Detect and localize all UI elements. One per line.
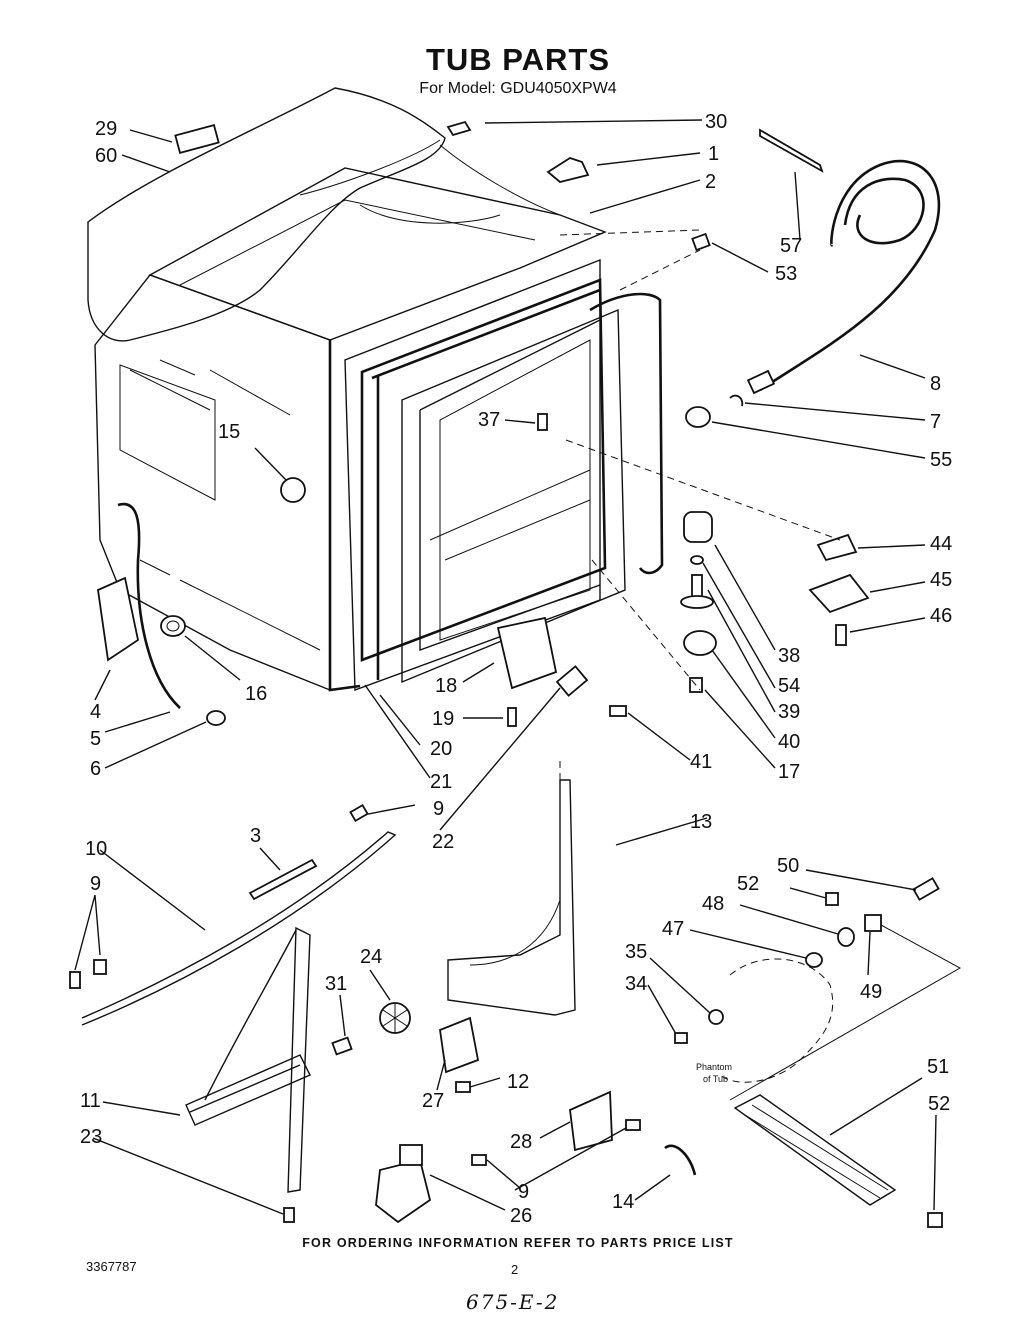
phantom-label-line1: Phantom [696, 1062, 732, 1072]
callout-3: 3 [250, 825, 261, 847]
callout-10: 10 [85, 838, 107, 860]
callout-6: 6 [90, 758, 101, 780]
callout-52-bottom: 52 [928, 1093, 950, 1115]
callout-22: 22 [432, 831, 454, 853]
callout-7: 7 [930, 411, 941, 433]
callout-39: 39 [778, 701, 800, 723]
tub-illustration [87, 87, 664, 692]
callout-51: 51 [927, 1056, 949, 1078]
callout-12: 12 [507, 1071, 529, 1093]
callout-41: 41 [690, 751, 712, 773]
callout-24: 24 [360, 946, 382, 968]
callout-45: 45 [930, 569, 952, 591]
callout-labels: 1 2 3 4 5 6 7 8 9 9 9 9 10 11 12 13 14 1… [80, 111, 952, 1227]
callout-16: 16 [245, 683, 267, 705]
callout-1: 1 [708, 143, 719, 165]
document-number: 3367787 [86, 1259, 137, 1274]
callout-30: 30 [705, 111, 727, 133]
callout-9-top: 9 [433, 798, 444, 820]
callout-29: 29 [95, 118, 117, 140]
phantom-label-line2: of Tub [703, 1074, 728, 1084]
callout-8: 8 [930, 373, 941, 395]
callout-28: 28 [510, 1131, 532, 1153]
callout-49: 49 [860, 981, 882, 1003]
callout-57: 57 [780, 235, 802, 257]
callout-35: 35 [625, 941, 647, 963]
callout-27: 27 [422, 1090, 444, 1112]
callout-18: 18 [435, 675, 457, 697]
callout-48: 48 [702, 893, 724, 915]
model-line: For Model: GDU4050XPW4 [419, 80, 617, 97]
callout-37: 37 [478, 409, 500, 431]
callout-26: 26 [510, 1205, 532, 1227]
callout-50: 50 [777, 855, 799, 877]
callout-19: 19 [432, 708, 454, 730]
callout-31: 31 [325, 973, 347, 995]
callout-23: 23 [80, 1126, 102, 1148]
page-title: TUB PARTS [425, 42, 611, 77]
page-number: 2 [511, 1262, 519, 1277]
callout-47: 47 [662, 918, 684, 940]
callout-20: 20 [430, 738, 452, 760]
callout-21: 21 [430, 771, 452, 793]
callout-34: 34 [625, 973, 647, 995]
callout-44: 44 [930, 533, 952, 555]
drain-hose [746, 159, 941, 395]
callout-46: 46 [930, 605, 952, 627]
lower-assembly [81, 779, 897, 1224]
ordering-note: FOR ORDERING INFORMATION REFER TO PARTS … [302, 1236, 734, 1250]
callout-2: 2 [705, 171, 716, 193]
callout-5: 5 [90, 728, 101, 750]
callout-52-top: 52 [737, 873, 759, 895]
callout-15: 15 [218, 421, 240, 443]
callout-53: 53 [775, 263, 797, 285]
callout-4: 4 [90, 701, 101, 723]
callout-14: 14 [612, 1191, 634, 1213]
callout-54: 54 [778, 675, 800, 697]
callout-11: 11 [80, 1090, 101, 1112]
callout-17: 17 [778, 761, 800, 783]
callout-55: 55 [930, 449, 952, 471]
callout-13: 13 [690, 811, 712, 833]
callout-40: 40 [778, 731, 800, 753]
handwritten-code: 675-E-2 [466, 1290, 560, 1314]
callout-9-left: 9 [90, 873, 101, 895]
callout-38: 38 [778, 645, 800, 667]
leader-lines [74, 119, 937, 1215]
callout-9-valve: 9 [518, 1181, 529, 1203]
small-parts [69, 120, 962, 1228]
callout-60: 60 [95, 145, 117, 167]
